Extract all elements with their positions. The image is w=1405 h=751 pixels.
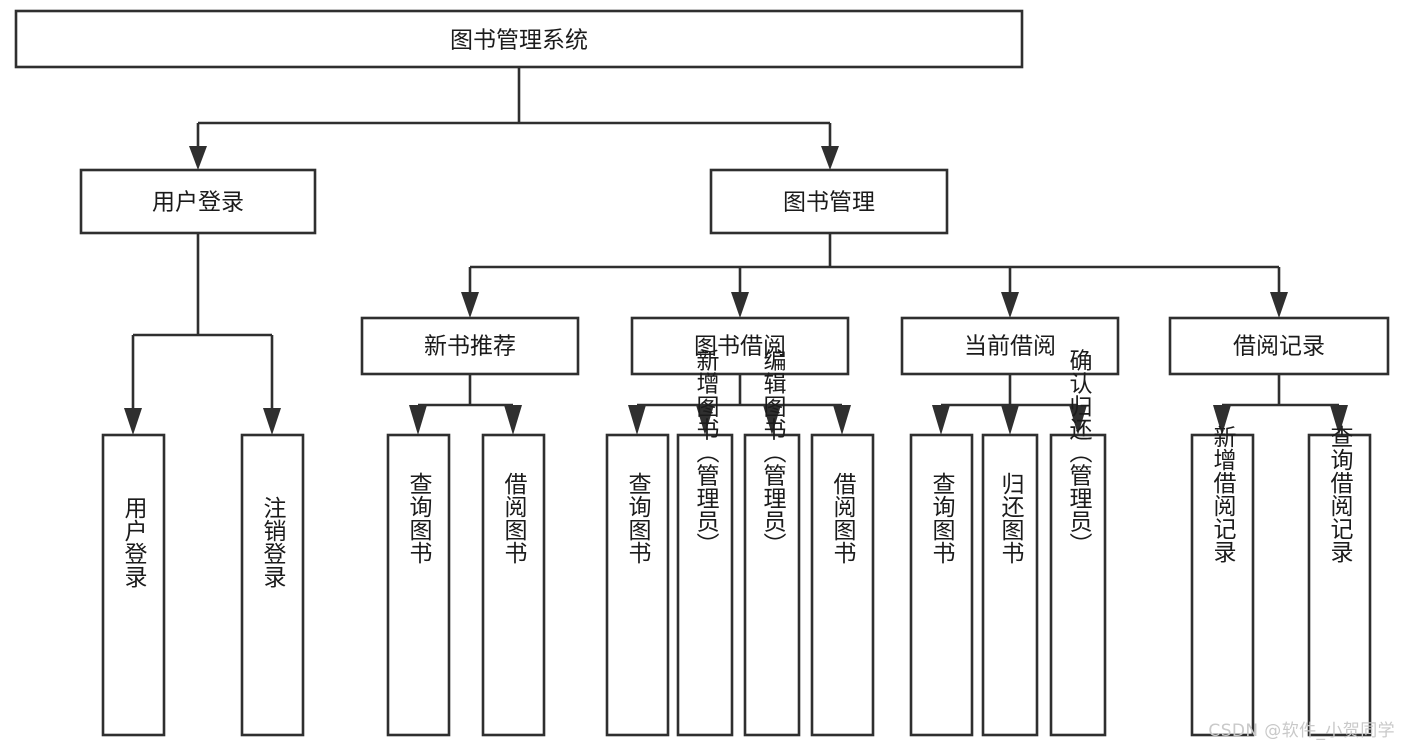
node-leaf-borrow-book-2[interactable]: 借阅图书 — [810, 433, 875, 737]
node-leaf-user-login-box[interactable] — [101, 433, 166, 737]
arrow-leaf-borrow-book-1 — [504, 405, 522, 435]
node-leaf-return-book-label: 归还图书 — [997, 472, 1025, 564]
arrow-leaf-query-book-1 — [409, 405, 427, 435]
node-leaf-query-book-1-box[interactable] — [386, 433, 451, 737]
arrow-leaf-edit-book — [763, 405, 781, 435]
arrow-book-borrow — [731, 292, 749, 318]
node-book-borrow-label: 图书借阅 — [694, 334, 786, 360]
arrow-leaf-return-book — [1001, 405, 1019, 435]
node-leaf-confirm-return-label: 确认归还（管理员） — [1065, 349, 1093, 556]
node-borrow-record-box[interactable] — [1168, 316, 1390, 376]
node-leaf-user-login-label: 用户登录 — [120, 496, 148, 588]
arrow-user-login — [189, 146, 207, 170]
node-book-management-box[interactable] — [709, 168, 949, 235]
arrow-leaf-borrow-book-2 — [833, 405, 851, 435]
arrow-leaf-confirm-return — [1069, 405, 1087, 435]
node-book-borrow[interactable]: 图书借阅 — [630, 316, 850, 376]
node-leaf-query-book-3[interactable]: 查询图书 — [909, 433, 974, 737]
node-leaf-return-book-box[interactable] — [981, 433, 1039, 737]
node-current-borrow-box[interactable] — [900, 316, 1120, 376]
node-leaf-add-book-label: 新增图书（管理员） — [692, 349, 720, 556]
node-leaf-add-record-box[interactable] — [1190, 433, 1255, 737]
node-leaf-borrow-book-1-label: 借阅图书 — [500, 472, 528, 564]
node-leaf-query-book-2-box[interactable] — [605, 433, 670, 737]
node-book-management[interactable]: 图书管理 — [709, 168, 949, 235]
node-leaf-borrow-book-1[interactable]: 借阅图书 — [481, 433, 546, 737]
node-leaf-query-record-label: 查询借阅记录 — [1326, 425, 1354, 563]
arrow-leaf-user-login — [124, 408, 142, 435]
node-book-management-label: 图书管理 — [783, 190, 875, 216]
connector-bookmgmt-to-level3 — [461, 233, 1288, 318]
node-leaf-query-book-2[interactable]: 查询图书 — [605, 433, 670, 737]
node-current-borrow[interactable]: 当前借阅 — [900, 316, 1120, 376]
node-leaf-edit-book-label: 编辑图书（管理员） — [759, 349, 787, 556]
arrow-book-management — [821, 146, 839, 170]
arrow-leaf-logout — [263, 408, 281, 435]
node-leaf-add-record-label: 新增借阅记录 — [1209, 425, 1237, 563]
csdn-watermark: CSDN @软件_小贺同学 — [1208, 721, 1395, 741]
node-leaf-edit-book-box[interactable] — [743, 433, 801, 737]
connector-bookborrow-to-leaves — [628, 374, 851, 435]
connector-currentborrow-to-leaves — [932, 374, 1087, 435]
node-leaf-edit-book[interactable]: 编辑图书（管理员） — [743, 349, 801, 737]
node-root-label: 图书管理系统 — [450, 28, 588, 54]
node-leaf-confirm-return-box[interactable] — [1049, 433, 1107, 737]
node-leaf-query-book-3-label: 查询图书 — [928, 472, 956, 564]
node-borrow-record-label: 借阅记录 — [1233, 334, 1325, 360]
node-leaf-add-book-box[interactable] — [676, 433, 734, 737]
node-leaf-borrow-book-2-box[interactable] — [810, 433, 875, 737]
node-leaf-query-book-1[interactable]: 查询图书 — [386, 433, 451, 737]
node-borrow-record[interactable]: 借阅记录 — [1168, 316, 1390, 376]
node-user-login-box[interactable] — [79, 168, 317, 235]
node-leaf-query-record-box[interactable] — [1307, 433, 1372, 737]
node-root-box[interactable] — [14, 9, 1024, 69]
node-new-book-recommend[interactable]: 新书推荐 — [360, 316, 580, 376]
node-new-book-recommend-box[interactable] — [360, 316, 580, 376]
node-leaf-borrow-book-1-box[interactable] — [481, 433, 546, 737]
arrow-leaf-add-book — [696, 405, 714, 435]
node-leaf-borrow-book-2-label: 借阅图书 — [829, 472, 857, 564]
node-leaf-logout[interactable]: 注销登录 — [240, 433, 305, 737]
node-leaf-query-book-2-label: 查询图书 — [624, 472, 652, 564]
arrow-leaf-add-record — [1213, 405, 1231, 435]
arrow-leaf-query-book-2 — [628, 405, 646, 435]
connector-borrowrecord-to-leaves — [1213, 374, 1348, 435]
node-leaf-query-book-1-label: 查询图书 — [405, 472, 433, 564]
arrow-borrow-record — [1270, 292, 1288, 318]
node-user-login[interactable]: 用户登录 — [79, 168, 317, 235]
node-leaf-add-book[interactable]: 新增图书（管理员） — [676, 349, 734, 737]
node-leaf-add-record[interactable]: 新增借阅记录 — [1190, 425, 1255, 737]
node-current-borrow-label: 当前借阅 — [964, 334, 1056, 360]
node-book-borrow-box[interactable] — [630, 316, 850, 376]
connector-newbook-to-leaves — [409, 374, 522, 435]
node-leaf-logout-box[interactable] — [240, 433, 305, 737]
node-leaf-logout-label: 注销登录 — [259, 496, 287, 588]
connector-userlogin-to-leaves — [124, 233, 281, 435]
node-root[interactable]: 图书管理系统 — [14, 9, 1024, 69]
arrow-current-borrow — [1001, 292, 1019, 318]
node-leaf-query-book-3-box[interactable] — [909, 433, 974, 737]
node-new-book-recommend-label: 新书推荐 — [424, 334, 516, 360]
node-leaf-confirm-return[interactable]: 确认归还（管理员） — [1049, 349, 1107, 737]
arrow-new-book-recommend — [461, 292, 479, 318]
arrow-leaf-query-record — [1330, 405, 1348, 435]
node-leaf-query-record[interactable]: 查询借阅记录 — [1307, 425, 1372, 737]
connector-root-to-level2 — [189, 67, 839, 170]
node-user-login-label: 用户登录 — [152, 190, 244, 216]
node-leaf-user-login[interactable]: 用户登录 — [101, 433, 166, 737]
node-leaf-return-book[interactable]: 归还图书 — [981, 433, 1039, 737]
arrow-leaf-query-book-3 — [932, 405, 950, 435]
